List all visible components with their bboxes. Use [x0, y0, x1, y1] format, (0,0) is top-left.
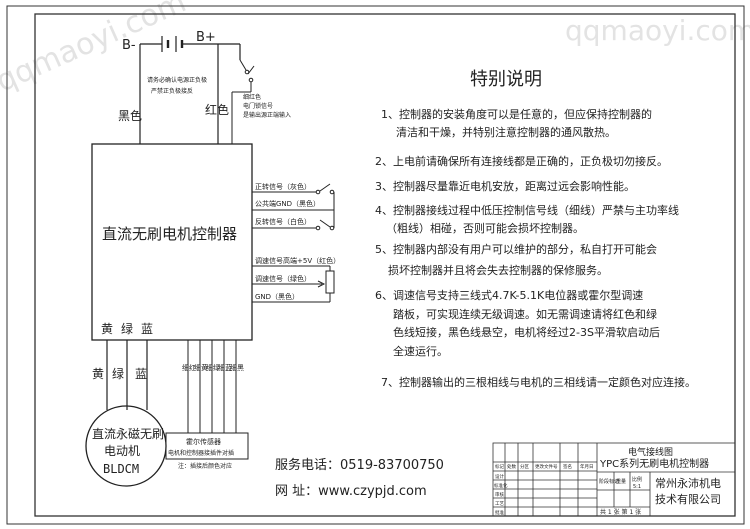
notes-title: 特别说明: [470, 69, 542, 90]
hall-wire-black: 细黑: [230, 363, 244, 372]
hall-wire-red: 细红: [182, 363, 196, 372]
power-polarity-note-1: 请务必确认电源正负极: [147, 76, 207, 84]
outer-frame: [6, 5, 745, 525]
motor-phase-green: 绿: [112, 366, 124, 381]
note-line: 4、控制器接线过程中低压控制信号线（细线）严禁与主功率线: [375, 203, 679, 217]
signal-speed-high: 调速信号高端+5V（红色）: [255, 256, 340, 265]
note-line: 2、上电前请确保所有连接线都是正确的，正负极切勿接反。: [375, 154, 668, 168]
notes-list: 1、控制器的安装角度可以是任意的，但应保持控制器的 清洁和干燥，并特别注意控制器…: [375, 107, 696, 389]
battery-negative-label: B-: [122, 38, 136, 53]
signal-reverse: 反转信号（白色）: [255, 217, 311, 226]
svg-text:工艺: 工艺: [495, 501, 504, 507]
company-website: 网 址：www.czypjd.com: [275, 484, 427, 499]
title-block: [492, 442, 736, 517]
power-polarity-note-2: 严禁正负极接反: [151, 87, 193, 95]
hall-box-label-1: 霍尔传感器: [186, 437, 221, 446]
note-line: （粗线）相碰，否则可能会损坏控制器。: [386, 221, 584, 235]
note-line: 全速运行。: [393, 344, 448, 358]
key-switch: [231, 59, 255, 144]
watermark-right: qqmaoyi.com: [565, 14, 750, 47]
title-block-title-1: 电气接线图: [628, 446, 673, 458]
title-block-title-2: YPC系列无刷电机控制器: [599, 457, 709, 470]
svg-text:更改文件号: 更改文件号: [535, 463, 558, 470]
title-block-company-1: 常州永沛机电: [655, 476, 721, 490]
note-line: 5、控制器内部没有用户可以维护的部分，私自打开可能会: [375, 242, 657, 256]
title-block-rows: 设计 标准化 审核 工艺 批准: [494, 473, 508, 516]
motor-name-3: BLDCM: [103, 462, 139, 476]
controller-phase-yellow: 黄: [101, 322, 113, 336]
note-line: 7、控制器输出的三根相线与电机的三相线请一定颜色对应连接。: [381, 375, 696, 389]
svg-text:标准化: 标准化: [494, 482, 508, 489]
svg-text:设计: 设计: [495, 473, 504, 480]
motor-name-2: 电动机: [104, 444, 140, 458]
svg-text:年月日: 年月日: [580, 463, 594, 470]
title-block-weight: 重量: [616, 478, 626, 485]
note-line: 损坏控制器并且将会失去控制器的保修服务。: [388, 263, 608, 277]
motor-name-1: 直流永磁无刷: [92, 426, 164, 441]
hall-wire-green: 细绿: [206, 363, 220, 372]
direction-switches: [252, 183, 335, 231]
hall-wire-yellow: 细黄: [194, 363, 208, 372]
signal-forward: 正转信号（灰色）: [255, 182, 311, 191]
key-signal-note-3: 是输出源正端输入: [243, 111, 291, 119]
svg-text:签名: 签名: [563, 463, 572, 470]
signal-common-gnd: 公共端GND（黑色）: [255, 199, 320, 208]
note-line: 3、控制器尽量靠近电机安放，距离过远会影响性能。: [375, 179, 635, 193]
controller-phase-green: 绿: [121, 321, 133, 336]
battery-positive-label: B+: [196, 30, 216, 45]
title-block-ratio-label: 比例: [632, 476, 642, 483]
signal-gnd: GND（黑色）: [255, 292, 299, 301]
title-block-stage: 阶段标记: [599, 478, 619, 485]
motor-phase-blue: 蓝: [135, 367, 147, 381]
title-block-columns: 标记 处数 分区 更改文件号 签名 年月日: [495, 463, 594, 470]
watermark-left: qqmaoyi.com: [0, 0, 191, 99]
hall-connector-box: [165, 432, 249, 460]
key-signal-note-1: 细红色: [243, 93, 261, 101]
controller-box: [91, 143, 253, 341]
title-block-company-2: 技术有限公司: [655, 492, 721, 506]
note-line: 色线短接，黑色线悬空，电机将经过2-3S平滑软启动后: [393, 325, 660, 339]
motor-phase-yellow: 黄: [92, 367, 104, 381]
note-line: 6、调速信号支持三线式4.7K-5.1K电位器或霍尔型调速: [375, 288, 643, 302]
svg-text:处数: 处数: [507, 463, 516, 470]
service-phone: 服务电话：0519-83700750: [275, 457, 444, 473]
svg-text:审核: 审核: [495, 491, 504, 498]
hall-wire-blue: 细蓝: [218, 363, 232, 372]
battery-symbol: [140, 36, 241, 60]
svg-text:批准: 批准: [495, 509, 504, 516]
note-line: 踏板，可实现连续无级调速。如无需调速请将红色和绿: [393, 307, 657, 321]
title-block-sheet: 共 1 张 第 1 张: [600, 508, 641, 516]
controller-title: 直流无刷电机控制器: [102, 225, 237, 243]
speed-potentiometer: [252, 265, 335, 303]
note-line: 清洁和干燥，并特别注意控制器的通风散热。: [396, 125, 616, 139]
hall-box-label-2: 电机和控制器接插件对插: [168, 449, 234, 457]
black-wire-label: 黑色: [118, 109, 142, 123]
inner-frame: [34, 13, 736, 517]
note-line: 1、控制器的安装角度可以是任意的，但应保持控制器的: [381, 107, 652, 121]
hall-wires: [165, 340, 237, 446]
svg-text:分区: 分区: [520, 463, 529, 470]
red-wire-label: 红色: [205, 102, 229, 117]
title-block-ratio-value: 5:1: [633, 484, 641, 490]
controller-phase-blue: 蓝: [141, 322, 153, 336]
svg-text:标记: 标记: [495, 463, 504, 470]
hall-color-note: 注：插接后颜色对应: [178, 462, 232, 470]
signal-speed: 调速信号（绿色）: [255, 274, 311, 283]
key-signal-note-2: 电门锁信号: [243, 102, 273, 110]
